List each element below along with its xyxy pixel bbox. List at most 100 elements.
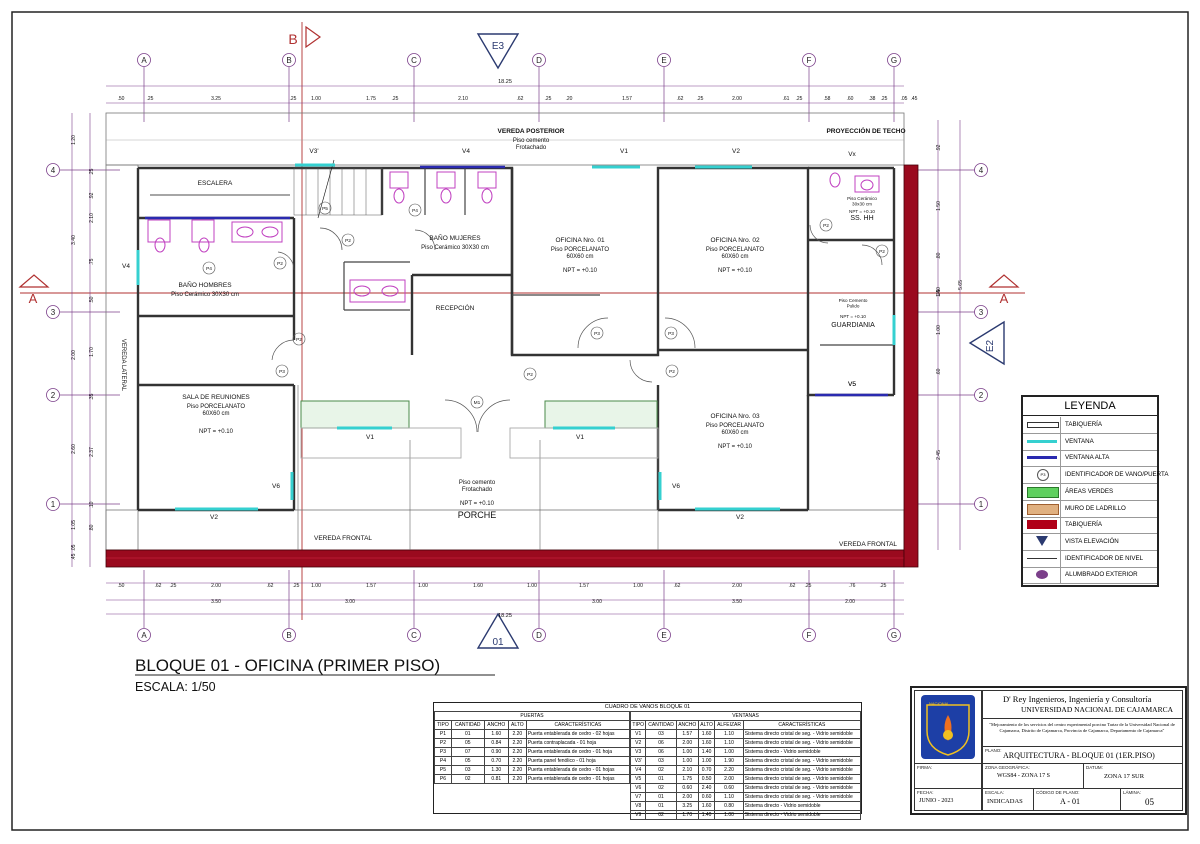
table-cell: 2.10: [675, 765, 699, 775]
main-walls: [136, 166, 896, 512]
section-a-right-marker: [988, 274, 1020, 288]
dim-right: .60: [936, 368, 942, 375]
table-cell: Puerta contraplacada - 01 hoja: [525, 738, 631, 748]
window-tag: V3': [309, 148, 318, 155]
axis-bubble-4: [46, 163, 60, 177]
axis-label-f: F: [807, 631, 812, 640]
table-cell: V7: [629, 792, 647, 802]
dim-top: .61: [783, 96, 790, 102]
room-floor-finish: 60X60 cm: [202, 411, 229, 417]
vereda-posterior-area: [105, 112, 905, 166]
table-cell: 2.20: [507, 765, 527, 775]
table-cell: Sistema directo - Vidrio semidoble: [742, 801, 862, 811]
table-cell: 2.00: [675, 792, 699, 802]
table-cell: 05: [450, 738, 485, 748]
dim-right: 1.50: [936, 201, 942, 211]
axis-bubble-d: [532, 53, 546, 67]
room-label: SS. HH: [850, 215, 873, 222]
dim-top: .45: [911, 96, 918, 102]
legend-row-elev: VISTA ELEVACIÓN: [1023, 533, 1157, 551]
table-cell: 07: [450, 747, 485, 757]
room-floor-finish: Piso Cemento: [839, 298, 868, 303]
table-cell: Sistema directo - Vidrio semidoble: [742, 810, 862, 820]
dim-left: .75: [89, 258, 95, 265]
window-tag: V4: [122, 263, 130, 270]
codigo-value: A - 01: [1060, 797, 1080, 806]
dim-bottom: .62: [789, 583, 796, 589]
dim-top: .25: [147, 96, 154, 102]
lamina-cell: LÁMINA: 05: [1120, 788, 1183, 811]
door-tag: P3: [279, 369, 285, 375]
table-cell: V9: [629, 810, 647, 820]
table-cell: 03: [645, 729, 677, 739]
vanos-header: CARACTERÍSTICAS: [525, 720, 631, 730]
axis-bubble-b: [282, 53, 296, 67]
table-cell: 01: [645, 774, 677, 784]
legend-row-level: IDENTIFICADOR DE NIVEL: [1023, 550, 1157, 568]
room-floor-finish: Pulido: [847, 303, 860, 308]
axis-label-b: B: [286, 631, 291, 640]
dim-left: 1.05: [71, 520, 77, 530]
axis-label-1: 1: [51, 500, 56, 509]
vanos-group-title: VENTANAS: [630, 711, 861, 721]
table-cell: P5: [434, 765, 452, 775]
dim-bottom-mid: 2.00: [845, 599, 855, 605]
dim-top: .05: [901, 96, 908, 102]
legend-label: VISTA ELEVACIÓN: [1065, 537, 1119, 545]
room-label: RECEPCIÓN: [436, 303, 475, 312]
room-floor-finish: Piso cemento: [459, 480, 496, 486]
axis-bubble-e: [657, 53, 671, 67]
table-cell: 02: [645, 810, 677, 820]
dim-top: .62: [517, 96, 524, 102]
dim-top: 1.57: [622, 96, 632, 102]
dim-bottom: 1.60: [473, 583, 483, 589]
legend-divider: [1060, 483, 1061, 500]
dim-left: .25: [89, 168, 95, 175]
dim-top: .25: [392, 96, 399, 102]
dim-bottom: .62: [267, 583, 274, 589]
axis-bubble-3: [974, 305, 988, 319]
room-floor-finish: Piso Cerámico 30X30 cm: [171, 292, 239, 298]
axis-bubble-1: [974, 497, 988, 511]
dim-bottom-mid: 3.00: [345, 599, 355, 605]
fecha-value: JUNIO - 2023: [919, 798, 954, 804]
table-cell: 0.81: [483, 774, 509, 784]
project-description: "Mejoramiento de los servicios del centr…: [989, 722, 1175, 733]
room-floor-finish: Frotachado: [462, 487, 493, 493]
dim-top: .20: [566, 96, 573, 102]
table-cell: 2.20: [507, 756, 527, 766]
dim-left: .50: [89, 296, 95, 303]
staircase: [150, 159, 383, 219]
legend-label: VENTANA: [1065, 437, 1094, 445]
table-cell: 1.10: [714, 792, 744, 802]
table-cell: 0.60: [697, 792, 716, 802]
table-cell: V2: [629, 738, 647, 748]
zona-label: ZONA GEOGRÁFICA:: [985, 765, 1030, 770]
legend-divider: [1060, 517, 1061, 534]
door-tag: P4: [412, 208, 418, 214]
axis-label-a: A: [141, 631, 147, 640]
door-tag-circle: [318, 201, 332, 215]
dim-bottom: .25: [880, 583, 887, 589]
axis-bubble-3: [46, 305, 60, 319]
table-cell: 05: [450, 756, 485, 766]
sheet-title: BLOQUE 01 - OFICINA (PRIMER PISO): [135, 656, 441, 675]
window-tag: V2: [210, 514, 218, 521]
vertical-grid-lines: [143, 67, 895, 628]
dim-bottom: 1.00: [418, 583, 428, 589]
legend-divider: [1060, 417, 1061, 433]
dim-bottom: 1.57: [579, 583, 589, 589]
table-cell: Puerta panel fenólico - 01 hoja: [525, 756, 631, 766]
door-tag-circle: [273, 256, 287, 270]
room-label: GUARDIANIA: [831, 322, 875, 329]
room-level: NPT = +0.10: [460, 501, 495, 507]
legend-row-window-high: VENTANA ALTA: [1023, 450, 1157, 468]
legend-row-brick: MURO DE LADRILLO: [1023, 500, 1157, 518]
legend-label: ÁREAS VERDES: [1065, 487, 1114, 495]
